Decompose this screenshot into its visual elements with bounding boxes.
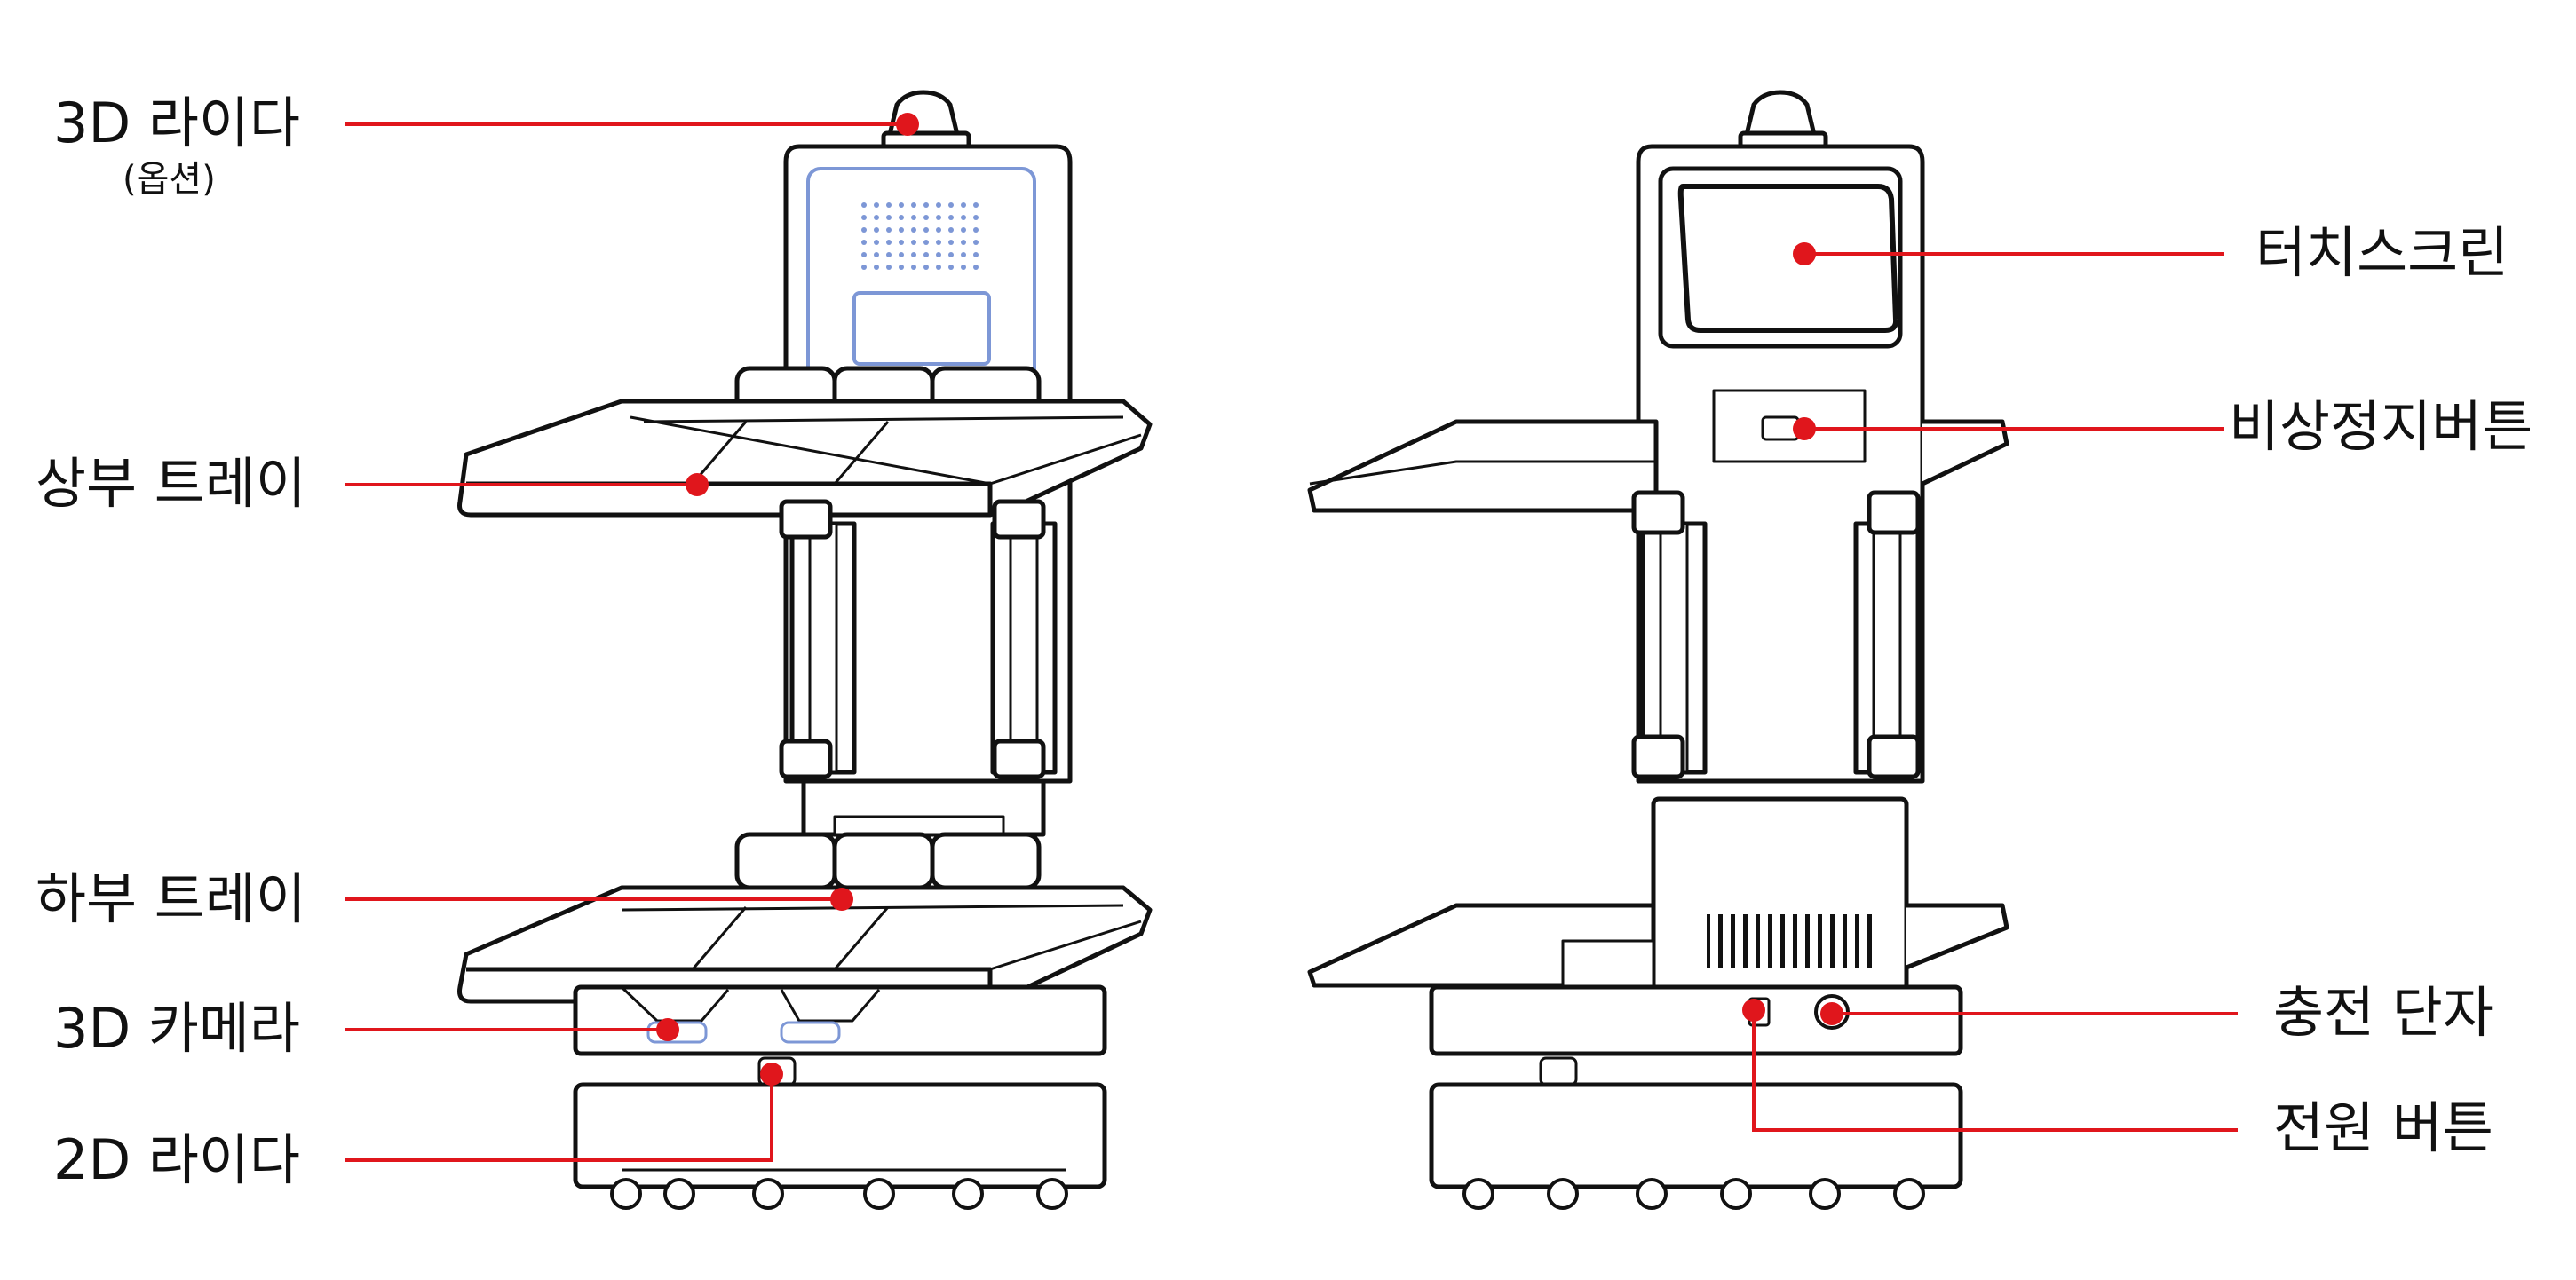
label-lidar3d-option: (옵션): [123, 159, 216, 200]
callout-dot-power-button: [1742, 999, 1765, 1022]
callout-line-lidar2d: [345, 1076, 773, 1162]
label-touchscreen: 터치스크린: [2255, 220, 2509, 285]
label-charge-port: 충전 단자: [2273, 980, 2493, 1045]
label-power-button: 전원 버튼: [2273, 1095, 2493, 1160]
front-base-lower: [573, 1082, 1107, 1189]
callout-line-power-button: [1752, 1010, 2238, 1132]
callout-dot-upper-tray: [686, 473, 709, 496]
callout-dots: [656, 113, 1843, 1086]
label-upper-tray: 상부 트레이: [36, 451, 306, 516]
label-estop: 비상정지버튼: [2229, 394, 2533, 459]
callout-dot-touchscreen: [1793, 242, 1816, 265]
label-lidar2d: 2D 라이다: [53, 1127, 301, 1192]
callout-dot-lidar3d: [896, 113, 919, 136]
callout-dot-lidar2d: [760, 1063, 783, 1086]
callout-dot-camera3d: [656, 1018, 679, 1041]
lower-tray: [457, 885, 1153, 1004]
robot-front-view: [457, 90, 1153, 1210]
callout-dot-estop: [1793, 417, 1816, 440]
callout-lines: [345, 122, 2238, 1162]
back-base-lower: [1429, 1082, 1963, 1189]
label-camera3d: 3D 카메라: [53, 996, 301, 1061]
label-lidar3d: 3D 라이다: [53, 91, 301, 155]
callout-dot-lower-tray: [830, 888, 853, 911]
robot-back-view: [1307, 90, 2009, 1210]
back-base-upper: [1429, 984, 1963, 1056]
label-lower-tray: 하부 트레이: [36, 866, 306, 931]
callout-dot-charge-port: [1820, 1002, 1843, 1025]
touchscreen-display: [1677, 184, 1899, 333]
